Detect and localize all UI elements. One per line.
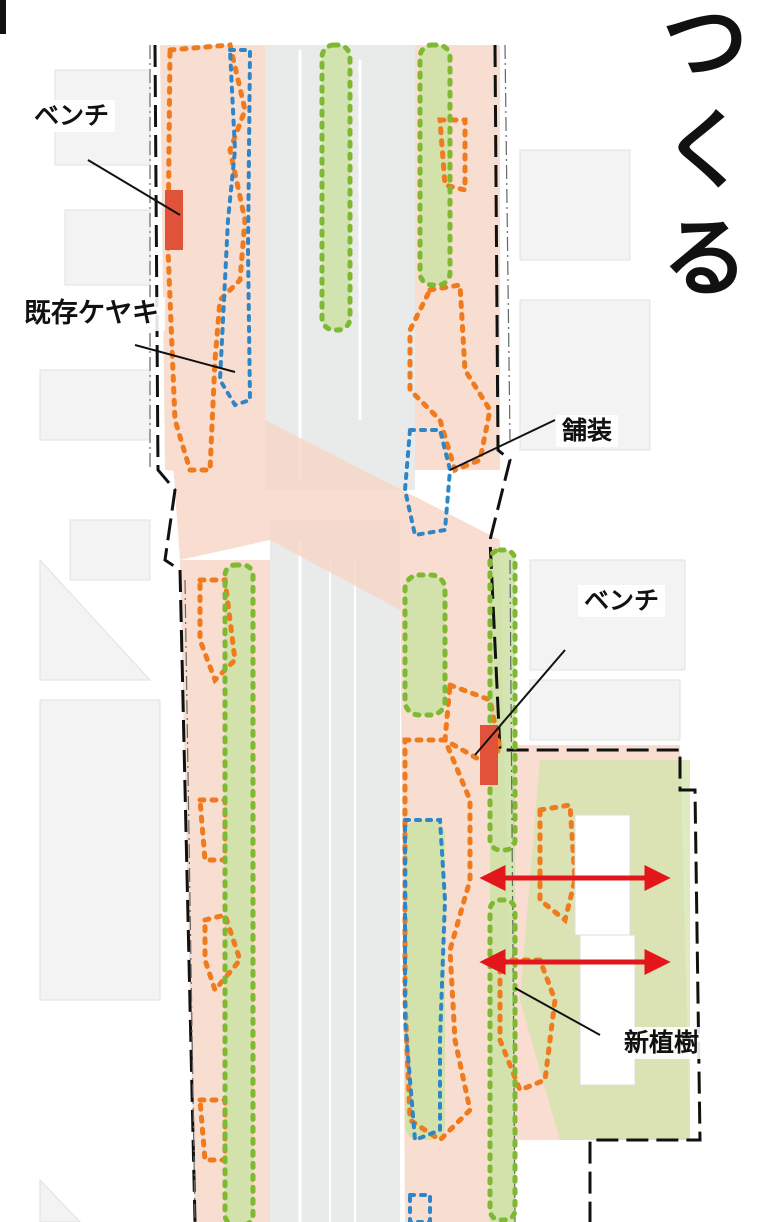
- plaza-block: [579, 934, 636, 1086]
- planting-outlines: [222, 42, 518, 1222]
- centerline-dash: [149, 44, 516, 1222]
- label-bench-top: ベンチ: [28, 100, 116, 132]
- building: [39, 1178, 81, 1222]
- building: [39, 369, 151, 441]
- bench-icon: [480, 725, 498, 785]
- lane-markings: [298, 50, 362, 1222]
- building: [69, 519, 151, 581]
- building: [529, 679, 681, 741]
- label-new-trees: 新植樹: [618, 1027, 706, 1059]
- building: [39, 699, 161, 1001]
- building: [39, 558, 152, 681]
- edge-mark: [0, 0, 6, 34]
- label-paving: 舗装: [556, 415, 619, 447]
- vertical-title: つ く る: [655, 0, 755, 324]
- title-char: る: [662, 209, 748, 309]
- property-lines: [153, 44, 702, 1222]
- label-bench-mid: ベンチ: [578, 585, 666, 617]
- leader-lines: [87, 159, 601, 1036]
- building: [64, 209, 151, 286]
- title-char: く: [662, 101, 748, 201]
- double-headed-arrow-icon: [479, 864, 671, 976]
- paving-west-upper: [160, 45, 265, 480]
- title-char: つ: [662, 0, 748, 93]
- plaza-block: [574, 814, 631, 936]
- existing-tree-outlines: [217, 48, 453, 1222]
- bench-icon: [165, 190, 183, 250]
- building: [519, 149, 631, 261]
- label-existing-zelkova: 既存ケヤキ: [18, 297, 165, 331]
- road-lower: [270, 520, 400, 1222]
